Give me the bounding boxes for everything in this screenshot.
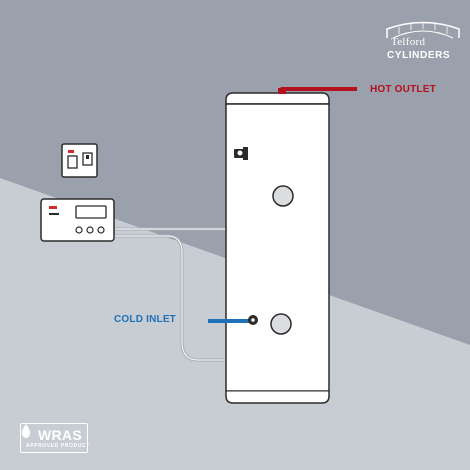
hot-water-cylinder xyxy=(225,92,330,404)
controller-button-icon xyxy=(86,226,94,234)
wras-title: WRAS xyxy=(38,427,82,443)
cylinder-lid xyxy=(225,92,330,105)
controller-display-icon xyxy=(75,205,107,219)
hot-outlet-fitting xyxy=(278,88,286,94)
bridge-arch-icon xyxy=(386,21,460,39)
wras-badge: WRAS APPROVED PRODUCT xyxy=(20,423,90,453)
brand-name-top: Telford xyxy=(391,36,426,48)
immersion-controller xyxy=(40,198,115,242)
spur-indicator-icon xyxy=(68,150,74,153)
brand-name-bottom: CYLINDERS xyxy=(387,50,451,61)
valve-icon xyxy=(234,147,248,160)
brand-logo: Telford CYLINDERS xyxy=(383,20,463,68)
lower-thermostat-pocket xyxy=(270,313,292,335)
hot-outlet-label: HOT OUTLET xyxy=(370,84,436,95)
cylinder-body xyxy=(225,103,330,392)
upper-thermostat-pocket xyxy=(272,185,294,207)
wras-subtitle: APPROVED PRODUCT xyxy=(26,443,90,449)
controller-indicator-icon xyxy=(49,206,57,209)
spur-fuse-icon xyxy=(67,155,78,169)
cold-inlet-label: COLD INLET xyxy=(114,314,176,325)
fused-spur-switch xyxy=(61,143,98,178)
controller-button-icon xyxy=(97,226,105,234)
water-drop-icon xyxy=(21,424,31,438)
cylinder-base xyxy=(225,391,330,404)
controller-button-icon xyxy=(75,226,83,234)
